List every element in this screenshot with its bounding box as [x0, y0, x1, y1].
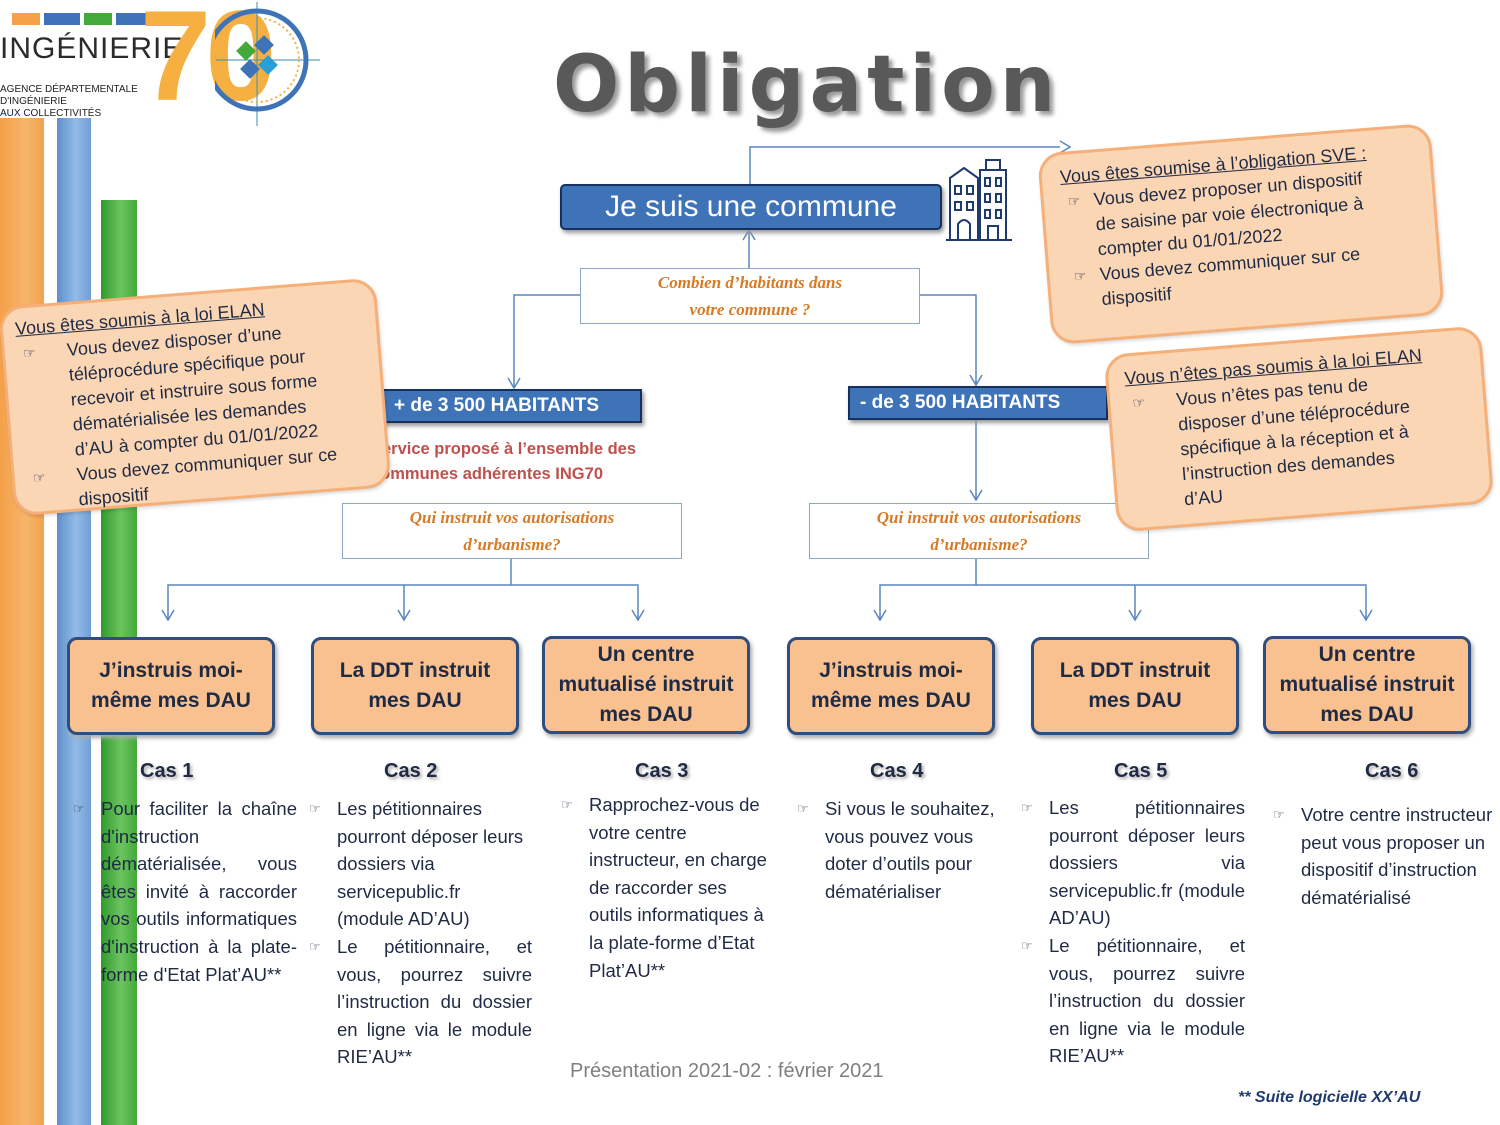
pointing-hand-icon: ☞	[1073, 267, 1087, 285]
case-6-item-1: ☞Votre centre instructeur peut vous prop…	[1273, 801, 1495, 911]
logo-name: INGÉNIERIE	[0, 32, 184, 65]
pointing-hand-icon: ☞	[1021, 800, 1033, 815]
pointing-hand-icon: ☞	[309, 801, 321, 816]
pointing-hand-icon: ☞	[1021, 937, 1033, 953]
question-instruction-right: Qui instruit vos autorisations d’urbanis…	[809, 503, 1149, 559]
footnote: ** Suite logicielle XX’AU	[1238, 1089, 1421, 1106]
case-2-item-2: ☞Le pétitionnaire, et vous, pourrez suiv…	[309, 933, 532, 1071]
callout-pas-loi-elan: Vous n’êtes pas soumis à la loi ELAN ☞ V…	[1103, 325, 1495, 533]
case-2-text: ☞Les pétitionnaires pourront déposer leu…	[309, 795, 532, 1071]
logo-subtitle-1: AGENCE DÉPARTEMENTALE	[0, 84, 138, 95]
case-4-label: Cas 4	[870, 760, 924, 782]
case-6-label: Cas 6	[1365, 760, 1419, 782]
logo-color-bars	[12, 10, 152, 29]
callout-not-elan-item-1: ☞ Vous n’êtes pas tenu de disposer d’une…	[1131, 374, 1411, 510]
callout-loi-elan: Vous êtes soumis à la loi ELAN ☞ Vous de…	[0, 277, 392, 517]
case-4-text: ☞Si vous le souhaitez, vous pouvez vous …	[797, 795, 1009, 905]
case-5-item-1: ☞Les pétitionnaires pourront déposer leu…	[1021, 794, 1245, 932]
stripe-blue	[57, 118, 91, 1125]
question-instruction-right-line-2: d’urbanisme?	[930, 535, 1028, 554]
logo-number: 70	[140, 0, 276, 128]
case-1-item-1: ☞Pour faciliter la chaîne d'instruction …	[73, 795, 297, 988]
case-2-item-1: ☞Les pétitionnaires pourront déposer leu…	[309, 795, 532, 933]
case-5-label: Cas 5	[1114, 760, 1168, 782]
question-habitants-line-2: votre commune ?	[689, 300, 811, 319]
case-4-item-1: ☞Si vous le souhaitez, vous pouvez vous …	[797, 795, 1009, 905]
footer-presentation: Présentation 2021-02 : février 2021	[570, 1060, 884, 1082]
question-instruction-right-line-1: Qui instruit vos autorisations	[876, 508, 1082, 527]
page-title: Obligation	[553, 40, 1061, 130]
question-instruction-left: Qui instruit vos autorisations d’urbanis…	[342, 503, 682, 559]
commune-box: Je suis une commune	[560, 184, 942, 230]
pointing-hand-icon: ☞	[73, 801, 85, 816]
logo-emblem-icon	[215, 2, 320, 126]
question-habitants-box: Combien d’habitants dans votre commune ?	[580, 268, 920, 324]
pointing-hand-icon: ☞	[22, 344, 37, 362]
case-4-box: J’instruis moi-même mes DAU	[787, 637, 995, 735]
pointing-hand-icon: ☞	[561, 797, 573, 812]
case-6-text: ☞Votre centre instructeur peut vous prop…	[1273, 801, 1495, 911]
pointing-hand-icon: ☞	[309, 938, 321, 954]
pointing-hand-icon: ☞	[1131, 394, 1146, 411]
question-instruction-left-line-1: Qui instruit vos autorisations	[409, 508, 615, 527]
question-instruction-left-line-2: d’urbanisme?	[463, 535, 561, 554]
branch-more-than-3500: + de 3 500 HABITANTS	[382, 389, 642, 423]
branch-less-than-3500: - de 3 500 HABITANTS	[848, 386, 1108, 420]
callout-obligation-sve: Vous êtes soumise à l’obligation SVE : ☞…	[1037, 122, 1445, 346]
service-note-line-1: Service proposé à l’ensemble des	[371, 440, 637, 458]
case-3-item-1: ☞Rapprochez-vous de votre centre instruc…	[561, 791, 775, 984]
case-5-item-2: ☞Le pétitionnaire, et vous, pourrez suiv…	[1021, 932, 1245, 1070]
stripe-orange	[0, 118, 44, 1125]
pointing-hand-icon: ☞	[32, 469, 47, 486]
case-1-label: Cas 1	[140, 760, 194, 782]
service-note: Service proposé à l’ensemble des commune…	[371, 437, 691, 487]
pointing-hand-icon: ☞	[1067, 192, 1082, 210]
case-2-label: Cas 2	[384, 760, 438, 782]
case-1-text: ☞Pour faciliter la chaîne d'instruction …	[73, 795, 297, 988]
case-3-label: Cas 3	[635, 760, 689, 782]
pointing-hand-icon: ☞	[1273, 807, 1285, 822]
case-5-text: ☞Les pétitionnaires pourront déposer leu…	[1021, 794, 1245, 1070]
question-habitants-line-1: Combien d’habitants dans	[657, 273, 843, 292]
logo-subtitle-3: AUX COLLECTIVITÉS	[0, 108, 102, 119]
service-note-line-2: communes adhérentes ING70	[371, 465, 603, 483]
case-1-box: J’instruis moi-même mes DAU	[67, 637, 275, 735]
pointing-hand-icon: ☞	[797, 801, 809, 816]
case-3-text: ☞Rapprochez-vous de votre centre instruc…	[561, 791, 775, 984]
building-icon	[946, 159, 1012, 241]
logo-subtitle-2: D'INGÉNIERIE	[0, 96, 67, 107]
